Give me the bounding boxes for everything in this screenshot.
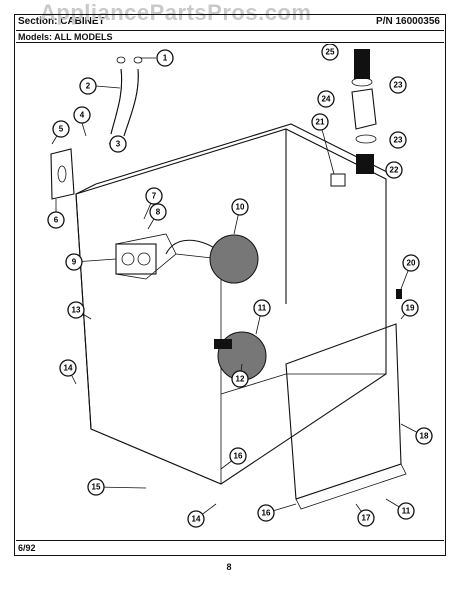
leader-lines	[51, 57, 425, 520]
footer-date: 6/92	[16, 540, 444, 554]
callout-14-lower: 14	[187, 510, 205, 528]
cabinet-screw	[396, 289, 402, 299]
exploded-parts-diagram: 1 2 3 4 5 6 7 8 9 10 11 12 13 14 15 16 1…	[47, 44, 433, 528]
svg-text:23: 23	[394, 81, 403, 90]
callout-16: 16	[229, 447, 247, 465]
svg-text:16: 16	[234, 452, 243, 461]
callout-23-lower: 23	[389, 131, 407, 149]
front-panel	[285, 323, 407, 510]
svg-text:15: 15	[92, 483, 101, 492]
svg-text:4: 4	[80, 111, 85, 120]
svg-text:21: 21	[316, 118, 325, 127]
svg-text:2: 2	[86, 82, 91, 91]
watermark: AppliancePartsPros.com	[40, 0, 312, 25]
svg-text:8: 8	[156, 208, 161, 217]
callout-25: 25	[321, 44, 339, 61]
svg-text:18: 18	[420, 432, 429, 441]
svg-text:20: 20	[407, 259, 416, 268]
svg-text:16: 16	[262, 509, 271, 518]
section-label: Section: CABINET	[18, 16, 105, 27]
svg-text:12: 12	[236, 375, 245, 384]
svg-text:13: 13	[72, 306, 81, 315]
callout-4: 4	[73, 106, 91, 124]
callout-23: 23	[389, 76, 407, 94]
callout-17: 17	[357, 509, 375, 527]
svg-text:10: 10	[236, 203, 245, 212]
callout-14: 14	[59, 359, 77, 377]
callout-8: 8	[149, 203, 167, 221]
page-number: 8	[226, 562, 232, 572]
mounting-bracket	[50, 148, 75, 200]
callout-24: 24	[317, 90, 335, 108]
callout-9: 9	[65, 253, 83, 271]
svg-text:14: 14	[192, 515, 201, 524]
callout-11: 11	[253, 299, 271, 317]
drain-hose-assembly	[351, 49, 377, 174]
callout-3: 3	[109, 135, 127, 153]
callout-18: 18	[415, 427, 433, 445]
callout-19: 19	[401, 299, 419, 317]
callout-11-lower: 11	[397, 502, 415, 520]
models-label: Models: ALL MODELS	[16, 30, 444, 43]
callout-1: 1	[156, 49, 174, 67]
callout-15: 15	[87, 478, 105, 496]
svg-text:19: 19	[406, 304, 415, 313]
svg-text:17: 17	[362, 514, 371, 523]
svg-text:23: 23	[394, 136, 403, 145]
svg-text:1: 1	[163, 54, 168, 63]
callout-16-lower: 16	[257, 504, 275, 522]
callout-21: 21	[311, 113, 329, 131]
inlet-hoses	[110, 56, 143, 137]
svg-text:11: 11	[258, 304, 267, 313]
callout-13: 13	[67, 301, 85, 319]
svg-text:5: 5	[59, 125, 64, 134]
svg-text:22: 22	[390, 166, 399, 175]
callout-12: 12	[231, 370, 249, 388]
svg-text:9: 9	[72, 258, 77, 267]
callout-10: 10	[231, 198, 249, 216]
callout-7: 7	[145, 187, 163, 205]
water-valve	[115, 243, 157, 275]
part-number: P/N 16000356	[376, 16, 440, 27]
svg-text:6: 6	[54, 216, 59, 225]
callout-20: 20	[402, 254, 420, 272]
page-header: Section: CABINET P/N 16000356	[16, 15, 444, 29]
diagram-frame	[14, 14, 446, 556]
svg-text:25: 25	[326, 48, 335, 57]
cabinet-clip	[330, 173, 346, 187]
callout-22: 22	[385, 161, 403, 179]
svg-text:3: 3	[116, 140, 121, 149]
svg-text:7: 7	[152, 192, 157, 201]
svg-text:11: 11	[402, 507, 411, 516]
callout-2: 2	[79, 77, 97, 95]
svg-text:24: 24	[322, 95, 331, 104]
callout-6: 6	[47, 211, 65, 229]
callout-5: 5	[52, 120, 70, 138]
svg-text:14: 14	[64, 364, 73, 373]
